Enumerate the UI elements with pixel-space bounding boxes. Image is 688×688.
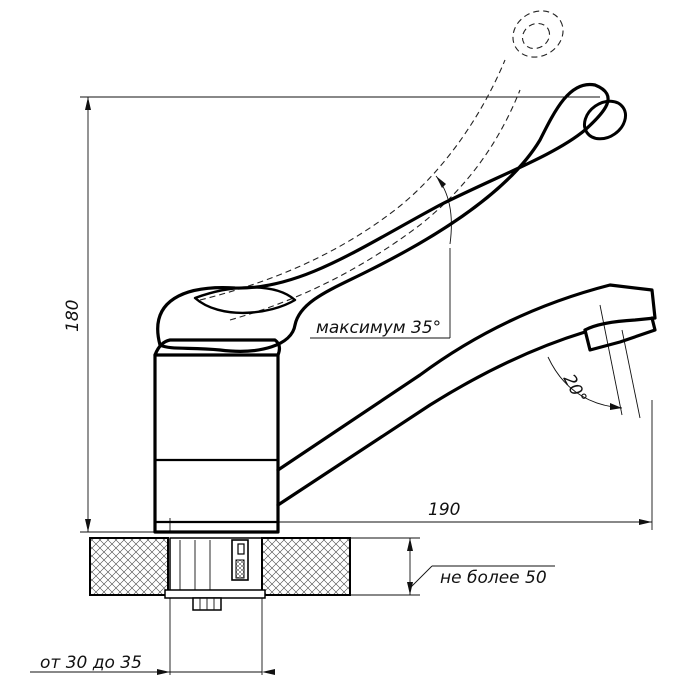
lever-alt-position bbox=[199, 10, 564, 321]
max-angle-label: максимум 35° bbox=[316, 318, 441, 338]
thickness-max-label: не более 50 bbox=[440, 568, 547, 588]
faucet-lever bbox=[156, 82, 627, 353]
faucet-body bbox=[153, 338, 282, 534]
mounting-hardware bbox=[164, 537, 266, 611]
height-dimension-label: 180 bbox=[63, 300, 83, 332]
countertop bbox=[89, 537, 351, 596]
faucet-spout bbox=[276, 283, 657, 507]
width-dimension-label: 190 bbox=[428, 500, 460, 520]
spout-angle-label: 20° bbox=[559, 371, 591, 407]
thickness-range-label: от 30 до 35 bbox=[40, 653, 142, 673]
